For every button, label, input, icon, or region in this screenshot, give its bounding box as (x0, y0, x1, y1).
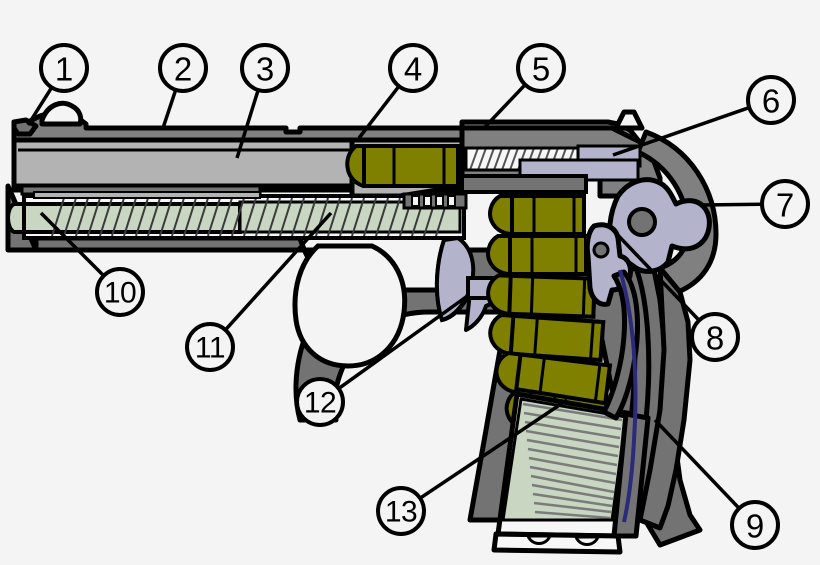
callout-hammer[interactable]: 7 (699, 179, 810, 229)
callout-barrel[interactable]: 3 (235, 43, 290, 159)
cartridge (488, 312, 606, 363)
callout-slide[interactable]: 2 (158, 43, 208, 129)
callout-circle[interactable] (746, 75, 796, 125)
callout-recoil-spring-guide[interactable]: 10 (39, 211, 145, 317)
callout-number: 3 (256, 51, 274, 88)
cartridge (486, 273, 597, 319)
magazine-floorplate (491, 531, 623, 555)
leader-line (357, 85, 401, 140)
leader-line (482, 83, 527, 130)
sear-pivot-pin (592, 241, 610, 259)
callout-number: 12 (304, 387, 336, 420)
trigger-guard-opening (292, 243, 408, 369)
callout-number: 11 (195, 332, 225, 365)
leader-line (39, 211, 105, 277)
breech-face-rail (460, 174, 588, 194)
callout-circle[interactable] (516, 43, 566, 93)
slide-rail-strip (33, 191, 261, 199)
leader-line (235, 89, 260, 159)
callout-firing-pin[interactable]: 6 (612, 75, 796, 157)
leader-line (699, 202, 763, 207)
callout-number: 5 (532, 51, 550, 88)
magazine-spring-outline (501, 397, 628, 522)
callout-number: 9 (746, 508, 764, 545)
callout-circle[interactable] (240, 43, 290, 93)
barrel-tube (11, 137, 355, 189)
locking-lug-teeth (411, 195, 456, 207)
callout-number: 2 (174, 51, 192, 88)
callout-circle[interactable] (730, 500, 780, 550)
callout-number: 4 (404, 51, 422, 88)
mainspring-blue-line (618, 269, 638, 523)
slide-nose (11, 117, 39, 137)
callout-circle[interactable] (295, 377, 345, 427)
callout-circle[interactable] (158, 43, 208, 93)
leader-line (161, 89, 178, 129)
callout-circle[interactable] (760, 179, 810, 229)
leader-line (224, 211, 333, 332)
chambered-case (362, 144, 460, 188)
magazine-spring-coils (522, 402, 623, 520)
recoil-spring-guide-head (6, 202, 242, 234)
leader-line (419, 398, 568, 500)
recoil-spring-coils (51, 197, 449, 237)
hammer-pivot-pin (627, 207, 657, 237)
leader-line (26, 86, 54, 126)
callout-circle[interactable] (690, 312, 740, 362)
callout-number: 10 (104, 277, 136, 310)
callout-magazine-spring[interactable]: 13 (376, 398, 568, 536)
callout-circle[interactable] (95, 267, 145, 317)
leader-line (610, 227, 701, 322)
front-sight-blade (39, 100, 84, 127)
rear-sight (613, 109, 645, 131)
callout-firing-pin-spring[interactable]: 5 (482, 43, 566, 130)
callout-number: 6 (762, 83, 780, 120)
magazine-assembly (491, 391, 651, 555)
callout-circle[interactable] (376, 486, 426, 536)
callout-number: 1 (55, 51, 73, 88)
floorplate-notch-right (573, 535, 601, 546)
backstrap (637, 265, 693, 531)
leader-line (337, 295, 468, 390)
callout-recoil-spring[interactable]: 11 (185, 211, 333, 372)
callout-number: 8 (706, 320, 724, 357)
trigger-group (434, 235, 526, 332)
callout-circle[interactable] (39, 43, 89, 93)
callout-chambered-cartridge[interactable]: 4 (357, 43, 438, 140)
callout-trigger-bar[interactable]: 12 (295, 295, 468, 427)
callout-front-sight[interactable]: 1 (26, 43, 89, 126)
cartridge (488, 194, 586, 236)
cartridge (486, 234, 588, 276)
callout-sear[interactable]: 8 (610, 227, 740, 362)
callout-number: 13 (385, 496, 417, 529)
recoil-spring-assembly (6, 184, 468, 240)
callout-circle[interactable] (185, 322, 235, 372)
magazine-spring-backing (503, 399, 626, 520)
callout-circle[interactable] (388, 43, 438, 93)
leader-line (612, 105, 750, 157)
leader-line (653, 418, 741, 510)
callout-mainspring[interactable]: 9 (653, 418, 780, 550)
chambered-cartridge-group (345, 144, 460, 188)
callout-number: 7 (776, 187, 794, 224)
floorplate-notch-left (525, 534, 553, 545)
